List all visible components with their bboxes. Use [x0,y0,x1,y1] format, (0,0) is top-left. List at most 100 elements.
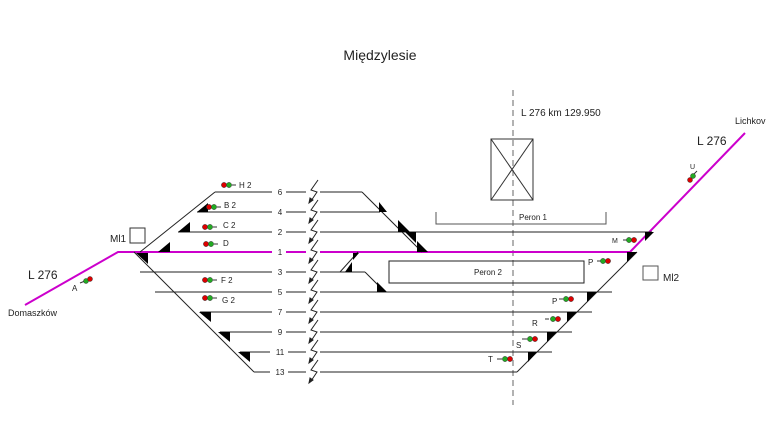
signal-c2: C 2 [202,221,236,230]
signal-m: M [612,237,637,245]
platform-2: Peron 2 [388,260,585,284]
track-label: 1 [278,248,283,257]
signal-label: U [690,164,695,171]
signal-a: A [72,276,93,293]
switch-point [405,232,416,243]
signal-r: R [532,316,561,328]
right-destination-label: Lichkov [735,116,766,126]
signal-label: T [488,355,493,364]
track-label: 4 [278,208,283,217]
arrow-head-icon [308,317,314,325]
electric-section-markers [306,179,320,385]
km-marker-label: L 276 km 129.950 [521,108,601,119]
signal-label: S [516,341,521,350]
left-line-label: L 276 [28,268,58,282]
arrow-head-icon [308,257,314,265]
electric-section-marker-icon [310,299,319,322]
switch-point [528,352,537,362]
arrow-head-icon [308,297,314,305]
switch-points [136,202,654,362]
switch-point [398,220,410,232]
switch-point [567,312,577,322]
left-upper-crossover [139,191,216,253]
electric-section-marker-icon [310,179,319,202]
signal-label: C 2 [223,221,236,230]
signal-label: H 2 [239,181,252,190]
ml1-label: Ml1 [110,234,127,245]
main-line-track-1 [24,132,746,306]
electric-section-marker-icon [310,259,319,282]
electric-section-marker-icon [310,359,319,382]
track-label: 3 [278,268,283,277]
track-label: 9 [278,328,283,337]
signal-d: D [203,239,229,248]
arrow-head-icon [308,337,314,345]
switch-point [417,241,428,252]
track-label: 5 [278,288,283,297]
signal-h2: H 2 [221,181,252,190]
arrow-head-icon [308,377,314,385]
signals-right: M P P R S T [488,237,637,364]
switch-point [377,282,387,292]
track-label: 2 [278,228,283,237]
signal-label: P [552,297,557,306]
signal-g2: G 2 [202,295,235,305]
signal-label: F 2 [221,276,233,285]
electric-section-marker-icon [310,219,319,242]
signal-label: M [612,238,618,245]
signal-label: P [588,258,593,267]
signal-label: G 2 [222,296,235,305]
switch-point [646,232,652,238]
electric-section-marker-icon [310,279,319,302]
platform-1: Peron 1 [435,212,607,225]
signal-label: D [223,239,229,248]
electric-section-marker-icon [310,319,319,342]
signal-label: A [72,284,78,293]
ml2-label: Ml2 [663,273,680,284]
signal-label: R [532,319,538,328]
electric-section-marker-icon [310,239,319,262]
switch-point [218,332,230,342]
switch-point [587,292,597,302]
track-label: 7 [278,308,283,317]
switch-point [345,262,352,272]
arrow-head-icon [308,237,314,245]
track-label: 11 [276,348,285,357]
arrow-head-icon [308,357,314,365]
arrow-head-icon [308,277,314,285]
switch-point [178,222,190,232]
track-label: 6 [278,188,283,197]
station-building [490,138,534,201]
switch-point [238,352,250,362]
switch-point [199,312,211,322]
signal-u: U [687,164,698,183]
track-label: 13 [276,368,285,377]
platform-1-label: Peron 1 [519,213,548,222]
switch-point [136,253,148,264]
switch-point [547,332,557,342]
signal-f2: F 2 [202,276,233,285]
switch-point [379,202,387,212]
switch-point [197,203,208,212]
signal-label: B 2 [224,201,237,210]
platform-2-label: Peron 2 [474,268,503,277]
signal-box-ml1: Ml1 [110,227,146,245]
middle-crossover-6-1 [361,191,423,253]
signal-t: T [488,355,513,364]
electric-section-marker-icon [310,339,319,362]
signal-b2: B 2 [206,201,237,210]
switch-point [158,242,170,252]
station-title: Międzylesie [343,47,416,63]
electric-section-marker-icon [310,199,319,222]
switch-point [627,252,637,262]
signals-left: H 2 B 2 C 2 D F 2 [202,181,252,305]
arrow-head-icon [308,197,314,205]
switch-point [353,253,359,260]
left-destination-label: Domaszków [8,308,58,318]
signal-p-lower: P [552,296,574,306]
signal-box-ml2: Ml2 [642,265,680,284]
signal-s: S [516,336,538,350]
arrow-head-icon [308,217,314,225]
right-line-label: L 276 [697,134,727,148]
